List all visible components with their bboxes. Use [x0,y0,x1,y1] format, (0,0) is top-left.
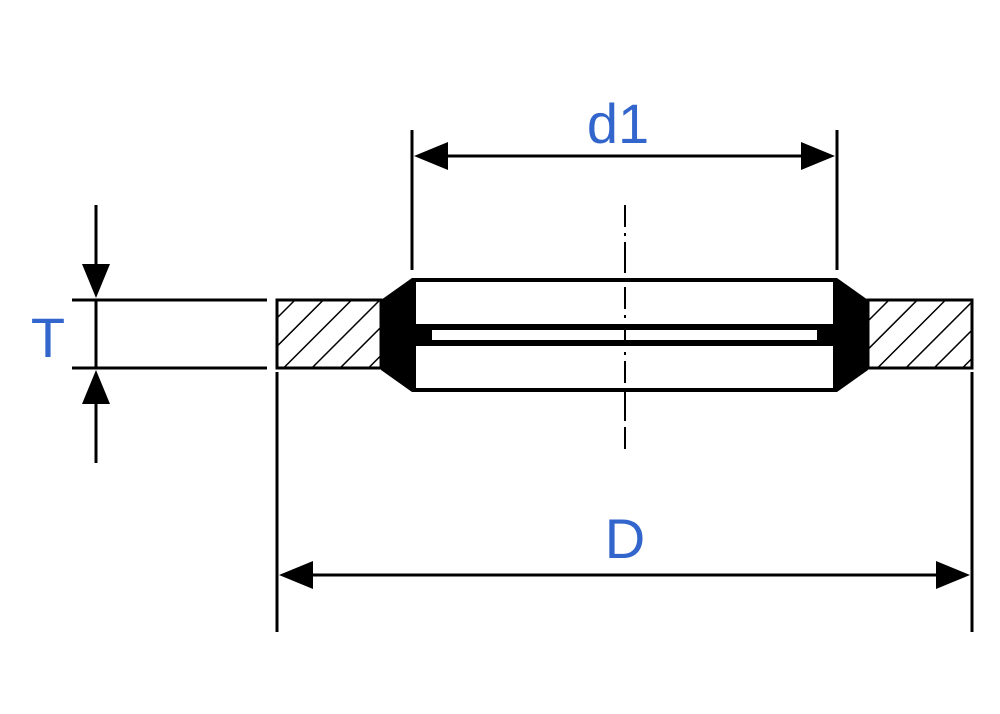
left-washer-section [275,298,383,370]
d1-label: d1 [587,92,649,155]
d1-arrow-left [414,142,448,170]
right-rubber-lip [835,278,868,392]
T-arrow-top [82,264,110,298]
T-arrow-bottom [82,370,110,404]
D-arrow-right [936,561,970,589]
D-dimension [275,372,974,632]
D-arrow-left [279,561,313,589]
d1-dimension [410,130,839,270]
D-label: D [605,507,645,570]
T-label: T [31,306,65,369]
d1-arrow-right [801,142,835,170]
left-rubber-lip [381,278,414,392]
right-washer-section [866,298,974,370]
T-dimension [72,205,267,463]
